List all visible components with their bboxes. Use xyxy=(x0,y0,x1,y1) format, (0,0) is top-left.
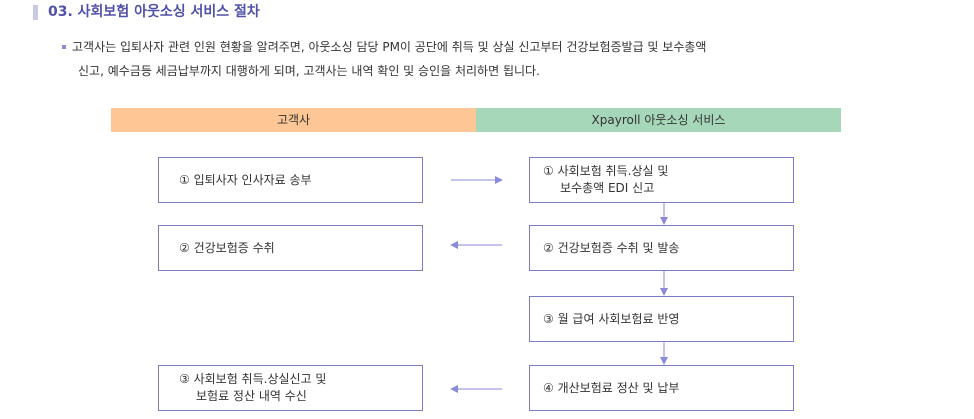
service-step-2-line1: ② 건강보험증 수취 및 발송 xyxy=(543,240,680,255)
service-step-1-line2: 보수총액 EDI 신고 xyxy=(560,181,655,195)
lane-header-client: 고객사 xyxy=(111,108,476,132)
service-step-3-line1: ③ 월 급여 사회보험료 반영 xyxy=(543,311,680,326)
section-title: 03. 사회보험 아웃소싱 서비스 절차 xyxy=(48,4,260,20)
heading-bar xyxy=(33,5,38,20)
description-line-2: 신고, 예수금등 세금납부까지 대행하게 되며, 고객사는 내역 확인 및 승인… xyxy=(78,64,540,78)
client-step-3-line1: ③ 사회보험 취득.상실신고 및 xyxy=(179,372,327,386)
lane-header-service: Xpayroll 아웃소싱 서비스 xyxy=(476,108,841,132)
description-line-1: 고객사는 입퇴사자 관련 인원 현황을 알려주면, 아웃소싱 담당 PM이 공단… xyxy=(62,35,862,59)
bullet-icon xyxy=(62,44,66,49)
description-paragraph: 고객사는 입퇴사자 관련 인원 현황을 알려주면, 아웃소싱 담당 PM이 공단… xyxy=(62,35,862,83)
client-step-2-line1: ② 건강보험증 수취 xyxy=(179,240,275,255)
client-step-1: ① 입퇴사자 인사자료 송부 xyxy=(158,157,423,203)
service-step-1: ① 사회보험 취득.상실 및 보수총액 EDI 신고 xyxy=(529,157,794,203)
client-step-3-line2: 보험료 정산 내역 수신 xyxy=(196,389,307,403)
service-step-2: ② 건강보험증 수취 및 발송 xyxy=(529,225,794,271)
service-step-3: ③ 월 급여 사회보험료 반영 xyxy=(529,296,794,342)
service-step-4: ④ 개산보험료 정산 및 납부 xyxy=(529,365,794,411)
description-text-1: 고객사는 입퇴사자 관련 인원 현황을 알려주면, 아웃소싱 담당 PM이 공단… xyxy=(72,40,707,54)
client-step-3: ③ 사회보험 취득.상실신고 및 보험료 정산 내역 수신 xyxy=(158,365,423,411)
service-step-1-line1: ① 사회보험 취득.상실 및 xyxy=(543,164,669,178)
client-step-2: ② 건강보험증 수취 xyxy=(158,225,423,271)
service-step-4-line1: ④ 개산보험료 정산 및 납부 xyxy=(543,380,680,395)
client-step-1-line1: ① 입퇴사자 인사자료 송부 xyxy=(179,172,312,187)
